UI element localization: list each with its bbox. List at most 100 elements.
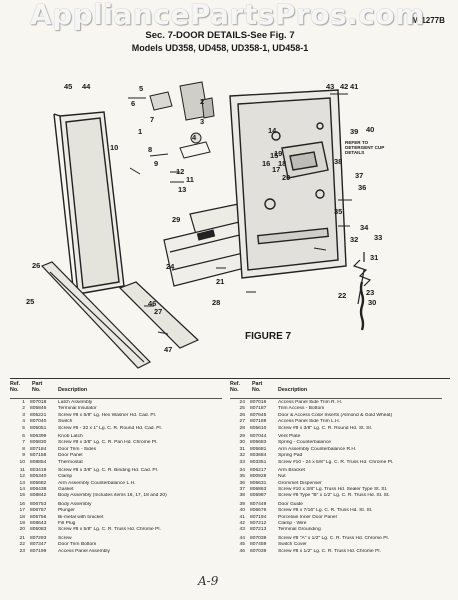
table-row: 31 805681 Arm Assembly Counterbalance R.H. [230, 447, 442, 453]
part-no-cell: 805681 [250, 446, 267, 452]
description-cell: Arm Bracket [278, 467, 305, 473]
callout-42: 42 [340, 82, 349, 91]
part-no-cell: 807293 [30, 535, 47, 541]
table-row: 40 806676 Screw #8 x 7/16" Lg. C. R. Truss… [230, 508, 442, 514]
part-no-cell: 800928 [250, 474, 267, 480]
part-no-cell: 808854 [30, 459, 47, 465]
exploded-door-diagram: 44 5 6 7 1 8 9 2 3 4 10 11 12 13 14 15 1… [20, 56, 440, 372]
callout-12: 12 [176, 167, 185, 176]
callout-39: 39 [350, 127, 359, 136]
callout-47: 47 [164, 345, 173, 354]
callout-27: 27 [154, 307, 163, 316]
part-no-cell: 807187 [250, 406, 267, 412]
callout-40: 40 [366, 125, 375, 134]
ref-no-cell: 36 [239, 480, 245, 486]
ref-no-cell: 23 [19, 548, 25, 554]
callout-41: 41 [350, 82, 359, 91]
description-cell: Door Trim - Sides [58, 446, 97, 452]
handwritten-page-note: A-9 [198, 574, 219, 588]
description-cell: Screw #10 - 24 x 5/8" Lg. C. R. Truss Hd… [278, 459, 394, 465]
description-cell: Screw #8 x 7/16" Lg. C. R. Truss Hd. St.… [278, 508, 373, 514]
callout-44: 44 [82, 82, 91, 91]
part-no-cell: 807016 [250, 400, 267, 405]
part-no-cell: 805830 [30, 440, 47, 446]
description-cell: Latch Assembly [58, 400, 93, 405]
ref-no-cell: 22 [19, 542, 25, 548]
callout-34: 34 [360, 223, 369, 232]
ref-no-cell: 9 [22, 453, 25, 459]
description-cell: Screw #8 x 3/8" Lg. C. R. Binding Hd. Ca… [58, 467, 159, 473]
description-cell: Arm Assembly Counterbalance R.H. [278, 446, 357, 452]
ref-no-cell: 45 [239, 542, 245, 548]
description-cell: Porcelain Inner Door Panel [278, 514, 337, 520]
part-no-cell: 807212 [250, 521, 267, 527]
detergent-cup-note: REFER TO DETERGENT CUP DETAILS [345, 140, 385, 155]
description-cell: Door Panel [58, 453, 83, 459]
part-no-cell: 807039 [250, 548, 267, 554]
callout-2: 2 [200, 97, 205, 106]
description-cell: Switch Cover [278, 542, 307, 548]
callout-25: 25 [26, 297, 35, 306]
part-no-cell: 807347 [30, 542, 47, 548]
part-no-cell: 807194 [250, 514, 267, 520]
description-cell: Access Panel Assembly [58, 548, 110, 554]
callout-19: 19 [274, 149, 283, 158]
description-cell: Screw #8 x 3/8" Lg. C. R. Pan Hd. Chrome… [58, 440, 158, 446]
part-no-cell: 805987 [250, 493, 267, 499]
part-no-cell: 806676 [250, 508, 267, 514]
ref-no-cell: 40 [239, 508, 245, 514]
callout-18: 18 [278, 159, 287, 168]
part-no-cell: 807213 [250, 527, 267, 533]
description-cell: Plunger [58, 508, 75, 514]
ref-no-cell: 1 [22, 400, 25, 405]
header-ref-no: Ref. No. [230, 381, 241, 393]
description-cell: Terminal Insulator [58, 406, 97, 412]
part-no-cell: 805756 [30, 514, 47, 520]
description-cell: Spring Pad [278, 453, 303, 459]
ref-no-cell: 21 [19, 535, 25, 541]
header-part-no: Part No. [32, 381, 43, 393]
description-cell: Clamp [58, 474, 73, 480]
description-cell: Screw #8 x 5/8" Lg. Hex Washer Hd. Cad. … [58, 412, 157, 418]
callout-29: 29 [172, 215, 181, 224]
ref-no-cell: 26 [239, 412, 245, 418]
callout-1: 1 [138, 127, 143, 136]
ref-no-cell: 33 [239, 459, 245, 465]
description-cell: Door & Access Color Inserts (Almond & Go… [278, 412, 393, 418]
callout-43: 43 [326, 82, 335, 91]
table-row: 33 803351 Screw #10 - 24 x 5/8" Lg. C. R. … [230, 460, 442, 466]
callout-14: 14 [268, 126, 277, 135]
part-no-cell: 803351 [250, 459, 267, 465]
part-no-cell: 805340 [30, 474, 47, 480]
part-no-cell: 805682 [30, 480, 47, 486]
site-watermark: AppliancePartsPros.com [30, 0, 425, 31]
ref-no-cell: 31 [239, 446, 245, 452]
ref-no-cell: 43 [239, 527, 245, 533]
description-cell: Screw #8 x 1/2" Lg. C. R. Truss Hd. Chro… [278, 548, 381, 554]
part-no-cell: 806753 [30, 501, 47, 507]
callout-36: 36 [358, 183, 367, 192]
description-cell: Spring - Counterbalance [278, 440, 332, 446]
ref-no-cell: 35 [239, 474, 245, 480]
ref-no-cell: 8 [22, 446, 25, 452]
page-code: M-1277B [412, 16, 445, 25]
